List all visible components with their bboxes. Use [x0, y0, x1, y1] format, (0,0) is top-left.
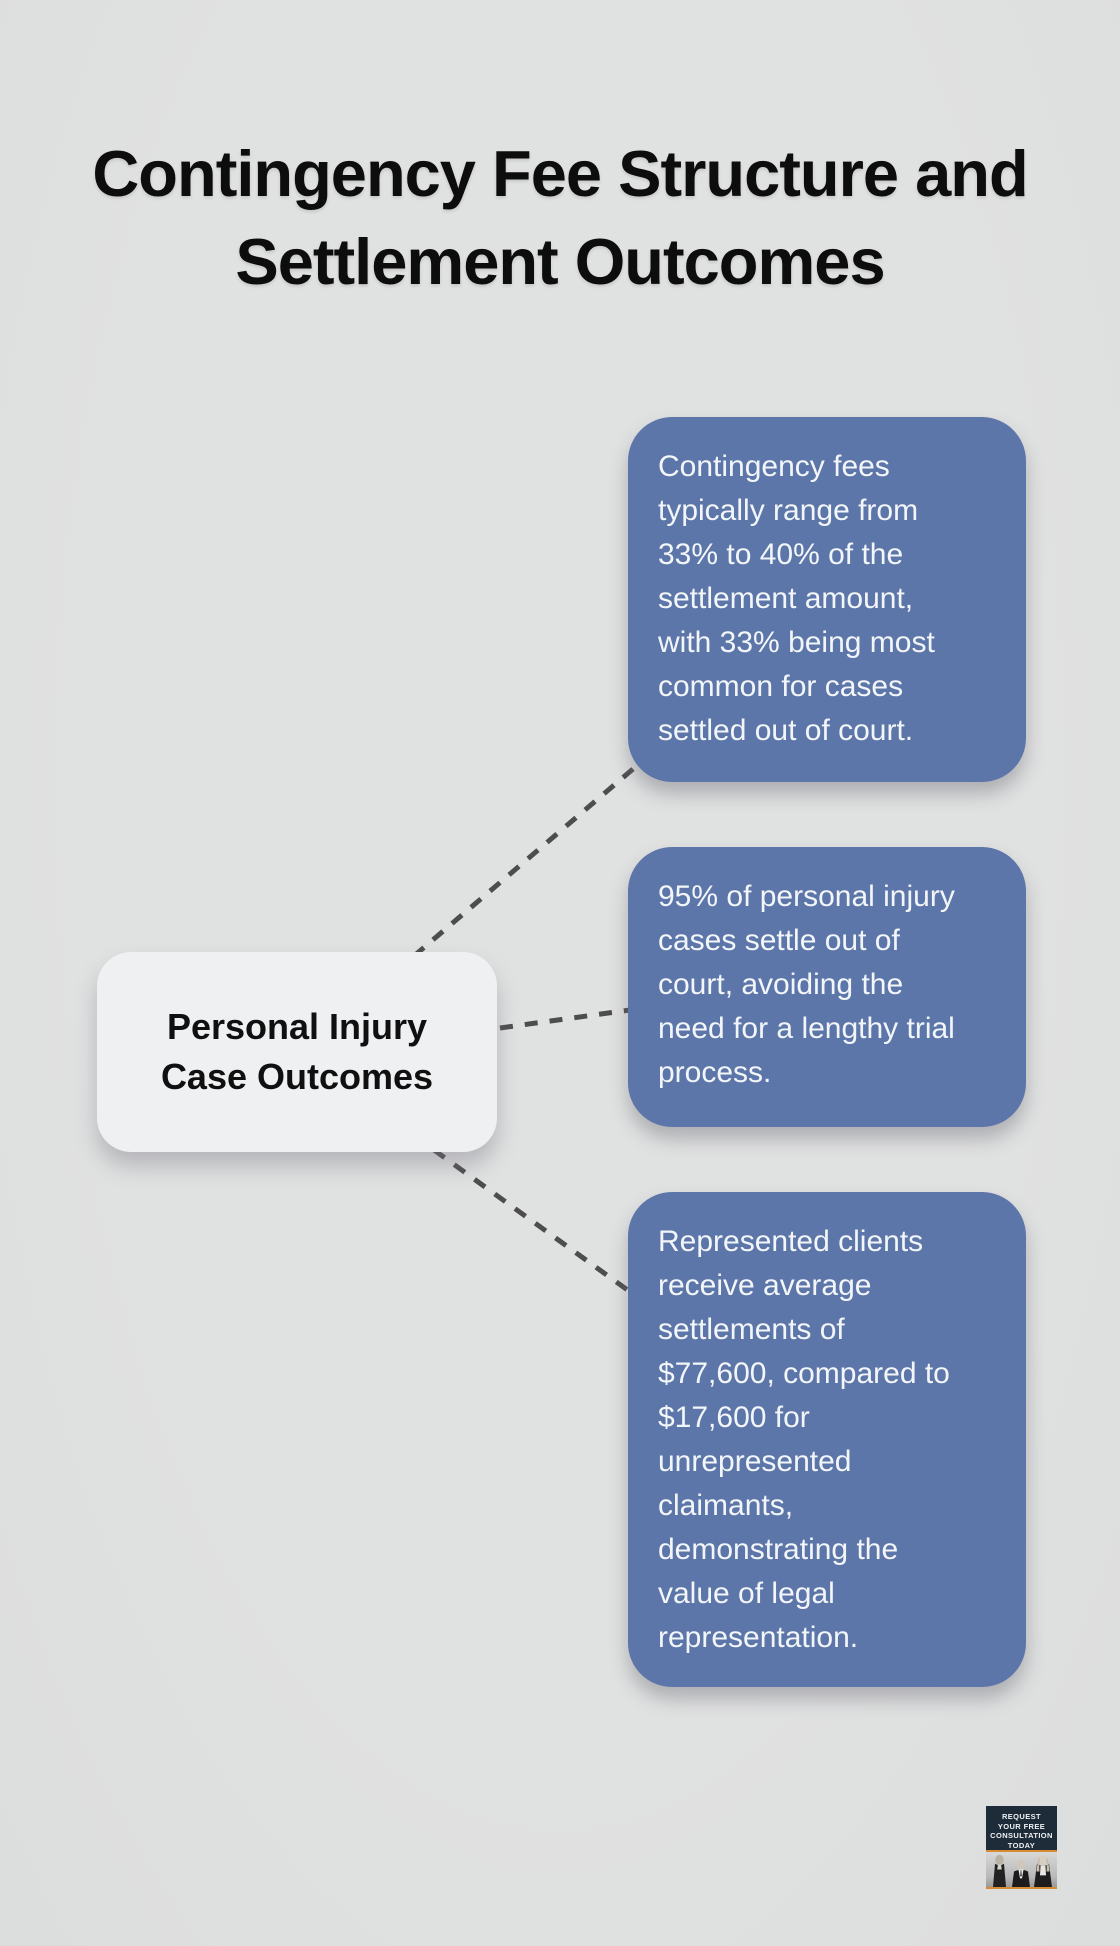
badge-accent-rule-bottom [986, 1887, 1057, 1889]
branch-node-settle-rate: 95% of personal injury cases settle out … [628, 847, 1026, 1127]
branch-node-contingency-fees: Contingency fees typically range from 33… [628, 417, 1026, 782]
root-node: Personal Injury Case Outcomes [97, 952, 497, 1152]
consultation-cta-badge[interactable]: REQUEST YOUR FREE CONSULTATION TODAY [986, 1806, 1057, 1889]
root-node-label: Personal Injury Case Outcomes [160, 1006, 434, 1097]
connector-line-top [412, 761, 642, 958]
connector-line-middle [499, 1007, 631, 1031]
consultation-cta-text: REQUEST YOUR FREE CONSULTATION TODAY [990, 1812, 1053, 1850]
connector-line-bottom [432, 1147, 635, 1297]
badge-accent-rule-top [986, 1850, 1057, 1852]
three-attorneys-photo [986, 1851, 1057, 1888]
page-title: Contingency Fee Structure and Settlement… [92, 136, 1028, 298]
branch-node-settlement-amounts: Represented clients receive average sett… [628, 1192, 1026, 1687]
